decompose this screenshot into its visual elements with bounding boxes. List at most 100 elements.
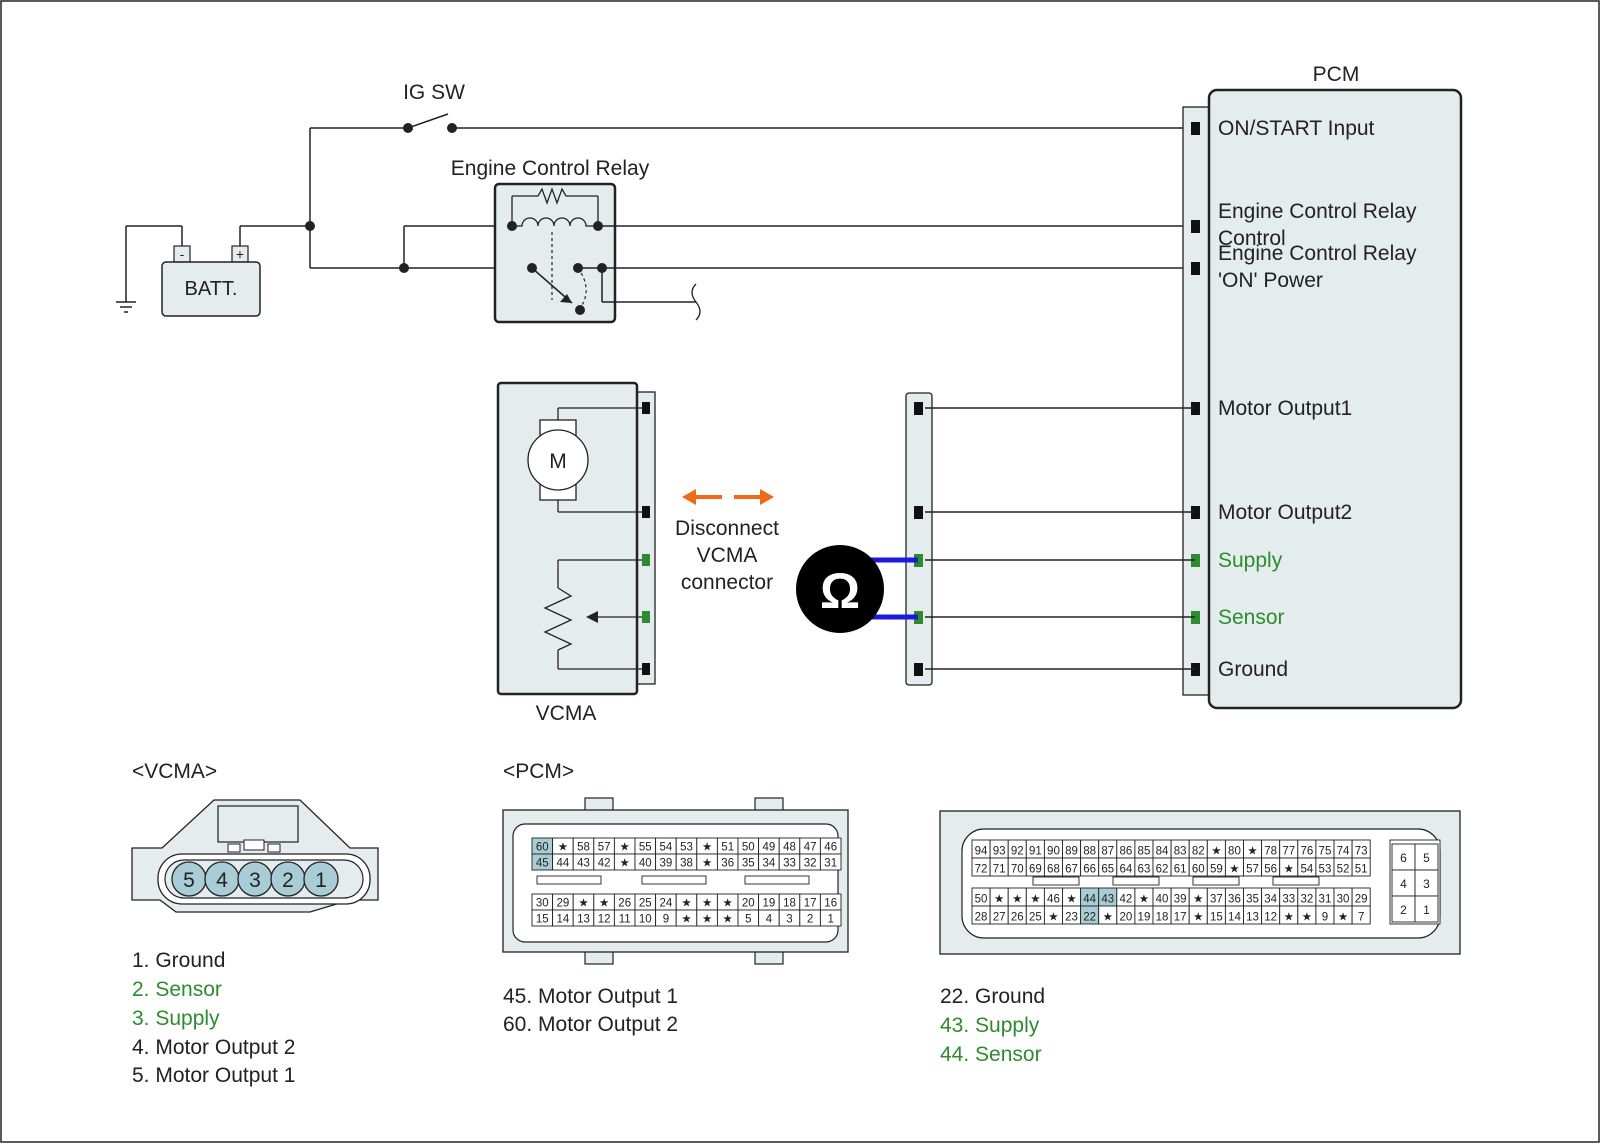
pcm-terminal-pin (1191, 262, 1200, 275)
connector-pin-label: 33 (783, 858, 796, 870)
connector-pin-label: 89 (1065, 846, 1078, 858)
connector-pin-label: 83 (1174, 846, 1187, 858)
vcma-pin-label: 1 (315, 869, 327, 892)
pcm-box (1207, 88, 1463, 710)
connector-pin-label: 22 (1083, 912, 1096, 924)
engine-control-relay: Engine Control Relay (451, 157, 1195, 324)
connector-pin-label: 75 (1319, 846, 1332, 858)
connector-pin-label: ★ (1284, 864, 1294, 876)
connector-pin-label: 92 (1011, 846, 1024, 858)
connector-pin-label: 3 (1423, 877, 1430, 891)
harness-pin (914, 554, 923, 567)
connector-pin-label: 30 (536, 898, 549, 910)
connector-pin-label: ★ (1247, 846, 1257, 858)
connector-pin-label: ★ (723, 898, 733, 910)
connector-pin-label: ★ (599, 898, 609, 910)
connector-pin-label: 9 (1322, 912, 1328, 924)
connector-pin-label: 16 (824, 898, 837, 910)
connector-pin-label: 26 (1011, 912, 1024, 924)
connector-pin-label: 55 (639, 842, 652, 854)
connector-pin-label: 43 (1101, 894, 1114, 906)
battery-neg-label: - (180, 246, 185, 262)
motor-icon (527, 429, 589, 491)
pcm-terminal-label: Engine Control Relay (1218, 200, 1417, 223)
arrow-right-icon (760, 489, 774, 505)
connector-pin-label: ★ (702, 914, 712, 926)
harness-pin (914, 506, 923, 519)
connector-pin-label: 18 (1156, 912, 1169, 924)
connector-pin-label: ★ (1012, 894, 1022, 906)
harness-connector (905, 392, 1195, 686)
connector-pin-label: 76 (1300, 846, 1313, 858)
connector-pin-label: 68 (1047, 864, 1060, 876)
connector-pin-label: 31 (1319, 894, 1332, 906)
vcma-actuator: M VCMA (496, 381, 656, 725)
connector-pin-label: 2 (807, 914, 813, 926)
connector-pin-label: 5 (745, 914, 751, 926)
motor-label: M (549, 450, 567, 473)
connector-pin-label: 58 (577, 842, 590, 854)
connector-pin-label: 46 (824, 842, 837, 854)
connector-pin-label: 60 (536, 842, 549, 854)
connector-pin-label: ★ (723, 914, 733, 926)
connector-pin-label: 74 (1337, 846, 1350, 858)
connector-pin-label: 85 (1138, 846, 1151, 858)
pcm-terminal-pin (1191, 554, 1200, 567)
battery: - + BATT. (116, 225, 310, 317)
connector-pin-label: ★ (702, 842, 712, 854)
connector-pin-label: 59 (1210, 864, 1223, 876)
connector-pin-label: 36 (1228, 894, 1241, 906)
connector-pin-label: 50 (742, 842, 755, 854)
connector-pin-label: 27 (993, 912, 1006, 924)
connector-pin-label: ★ (620, 858, 630, 870)
connector-pin-label: 88 (1083, 846, 1096, 858)
connector-pin-label: 10 (639, 914, 652, 926)
connector-pin-label: 39 (1174, 894, 1187, 906)
pcm-terminal-pin (1191, 663, 1200, 676)
relay-label: Engine Control Relay (451, 157, 650, 180)
connector-pin-label: ★ (1302, 912, 1312, 924)
connector-pin-label: ★ (994, 894, 1004, 906)
connector-pin-label: 40 (639, 858, 652, 870)
connector-pin-label: 57 (1246, 864, 1259, 876)
connector-pin-label: ★ (578, 898, 588, 910)
harness-pin (914, 663, 923, 676)
pcm-terminal-label-line2: 'ON' Power (1218, 269, 1323, 292)
battery-label: BATT. (185, 278, 238, 300)
connector-pin-label: ★ (1338, 912, 1348, 924)
connector-pin-label: 43 (577, 858, 590, 870)
connector-pin-label: 18 (783, 898, 796, 910)
connector-pin-label: 17 (1174, 912, 1187, 924)
connector-pin-label: 56 (1264, 864, 1277, 876)
pcm-terminal-pin (1191, 402, 1200, 415)
connector-pin (1351, 857, 1371, 877)
connector-pin-label: ★ (1284, 912, 1294, 924)
connector-pin-label: 24 (660, 898, 673, 910)
connector-pin-label: 78 (1264, 846, 1277, 858)
connector-pin-label: 32 (804, 858, 817, 870)
connector-pin-label: 31 (824, 858, 837, 870)
connector-pin-label: 32 (1300, 894, 1313, 906)
connector-pin-label: 42 (1119, 894, 1132, 906)
connector-pin (819, 909, 842, 927)
connector-pin-label: ★ (558, 842, 568, 854)
connector-pin-label: 51 (721, 842, 734, 854)
connector-pin-label: 90 (1047, 846, 1060, 858)
connector-pin-label: ★ (681, 898, 691, 910)
connector-pin-label: 34 (763, 858, 776, 870)
disconnect-line2: VCMA (697, 544, 758, 567)
connector-pin (819, 853, 842, 871)
connector-pin-label: 94 (975, 846, 988, 858)
connector-pin-label: 67 (1065, 864, 1078, 876)
pcm-terminal-label-line2: Control (1218, 227, 1286, 250)
connector-pin-label: 20 (742, 898, 755, 910)
connector-pin-label: 42 (598, 858, 611, 870)
connector-pin-label: 80 (1228, 846, 1241, 858)
connector-pin-label: 7 (1358, 912, 1364, 924)
connector-pin-label: 1 (827, 914, 833, 926)
connector-pin-label: 28 (975, 912, 988, 924)
connector-pin-label: 57 (598, 842, 611, 854)
pcm-label: PCM (1313, 63, 1360, 86)
